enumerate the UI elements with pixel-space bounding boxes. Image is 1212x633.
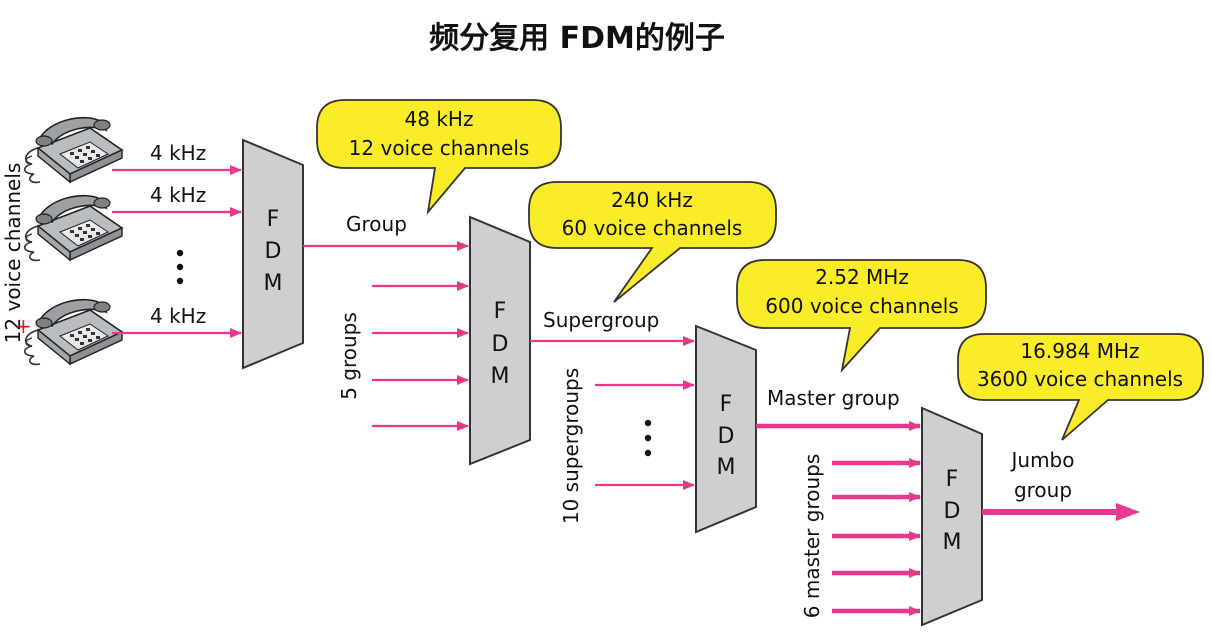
fdm-multiplexer-4 xyxy=(921,406,983,627)
telephone-icon xyxy=(23,116,123,184)
six-master-groups-label: 6 master groups xyxy=(800,454,824,618)
telephone-icon xyxy=(23,194,123,262)
fdm-letter: D xyxy=(492,332,509,357)
group-label: Group xyxy=(346,212,407,236)
callout-rate: 2.52 MHz xyxy=(815,265,909,289)
fdm-letter: M xyxy=(717,455,736,480)
callout-rate: 16.984 MHz xyxy=(1020,339,1139,363)
fdm-letter: M xyxy=(943,530,962,555)
five-groups-label: 5 groups xyxy=(337,312,361,400)
callout-channels: 12 voice channels xyxy=(349,136,530,160)
callout-rate: 240 kHz xyxy=(611,188,693,212)
callout-channels: 600 voice channels xyxy=(765,294,958,318)
fdm-letter: D xyxy=(944,499,961,524)
fdm-multiplexer-2 xyxy=(469,215,531,466)
callout-channels: 60 voice channels xyxy=(562,216,743,240)
callout-group xyxy=(316,99,562,216)
jumbo-label: Jumbo xyxy=(1010,448,1075,472)
fdm-letter: M xyxy=(264,271,283,296)
fdm-letter: F xyxy=(720,392,733,417)
freq-label: 4 kHz xyxy=(150,183,206,207)
jumbo-arrowhead xyxy=(1116,503,1140,521)
cursor-marker-icon: + xyxy=(15,314,32,338)
fdm-multiplexer-3 xyxy=(695,324,757,534)
ten-supergroups-label: 10 supergroups xyxy=(559,368,583,524)
voice-channels-label: 12 voice channels xyxy=(1,163,25,344)
telephone-icon xyxy=(23,298,123,366)
freq-label: 4 kHz xyxy=(150,141,206,165)
page-title: 频分复用 FDM的例子 xyxy=(429,21,725,56)
master-group-label: Master group xyxy=(767,386,900,410)
fdm-letter: D xyxy=(718,424,735,449)
callout-supergroup xyxy=(528,181,777,303)
freq-label: 4 kHz xyxy=(150,304,206,328)
supergroup-label: Supergroup xyxy=(543,308,659,332)
jumbo-label: group xyxy=(1014,478,1072,502)
fdm-letter: F xyxy=(267,207,280,232)
callout-rate: 48 kHz xyxy=(405,107,474,131)
fdm-letter: M xyxy=(491,364,510,389)
fdm-letter: F xyxy=(494,299,507,324)
callout-channels: 3600 voice channels xyxy=(977,367,1183,391)
fdm-letter: F xyxy=(946,467,959,492)
callout-master-group xyxy=(736,259,987,373)
fdm-letter: D xyxy=(265,239,282,264)
vertical-ellipsis-icon xyxy=(176,249,184,285)
vertical-ellipsis-icon xyxy=(644,419,652,457)
fdm-multiplexer-1 xyxy=(242,138,304,370)
callout-jumbo-group xyxy=(957,333,1204,441)
